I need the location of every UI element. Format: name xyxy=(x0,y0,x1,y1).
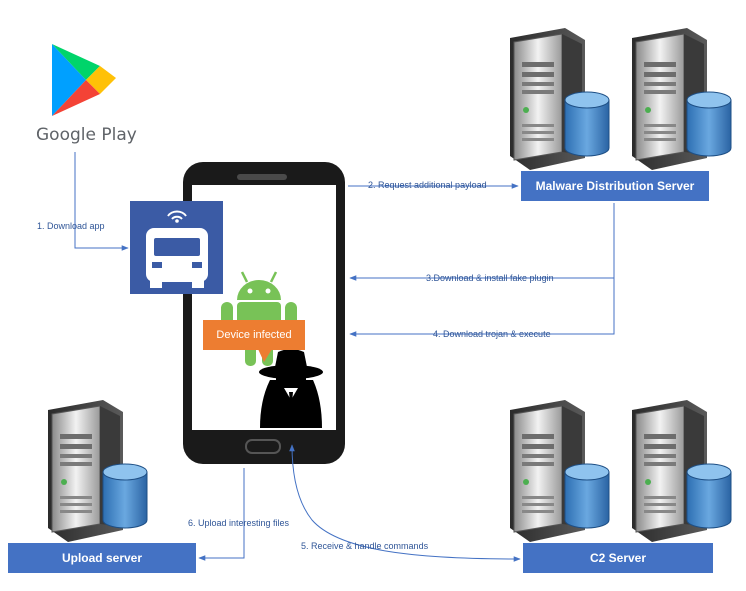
arrow-step1 xyxy=(74,152,129,251)
arrow-step4 xyxy=(349,278,615,337)
upload-server-box: Upload server xyxy=(8,543,196,573)
hacker-spy-icon xyxy=(259,349,323,428)
c2-server-1-icon xyxy=(509,399,610,543)
badge-pointer xyxy=(258,349,272,362)
step1-label: 1. Download app xyxy=(37,221,105,231)
device-infected-badge: Device infected xyxy=(203,320,305,350)
google-play-logo-icon xyxy=(52,44,116,116)
step5-label: 5. Receive & handle commands xyxy=(301,541,429,551)
step6-label: 6. Upload interesting files xyxy=(188,518,290,528)
step3-label: 3.Download & install fake plugin xyxy=(426,273,554,283)
step2-label: 2. Request additional payload xyxy=(368,180,487,190)
distribution-server-2-icon xyxy=(631,27,732,171)
bus-app-icon xyxy=(130,201,223,294)
malware-distribution-server-box: Malware Distribution Server xyxy=(521,171,709,201)
c2-server-2-icon xyxy=(631,399,732,543)
arrow-step5 xyxy=(289,444,521,562)
step4-label: 4. Download trojan & execute xyxy=(433,329,551,339)
arrow-step3 xyxy=(349,203,615,281)
arrow-step6 xyxy=(198,468,245,561)
distribution-server-1-icon xyxy=(509,27,610,171)
upload-server-icon xyxy=(47,399,148,543)
google-play-label: Google Play xyxy=(36,125,137,145)
c2-server-box: C2 Server xyxy=(523,543,713,573)
